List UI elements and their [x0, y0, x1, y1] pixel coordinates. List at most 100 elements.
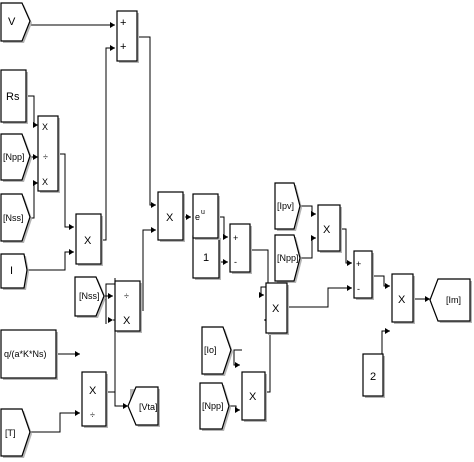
- arrowhead: [110, 45, 115, 51]
- sum-sign: +: [120, 41, 126, 53]
- arrowhead: [223, 234, 228, 240]
- from-block-t[interactable]: [T]: [0, 408, 32, 458]
- arrowhead: [110, 22, 115, 28]
- block-label: 1: [203, 252, 209, 264]
- from-block-i[interactable]: I: [0, 253, 29, 290]
- block-label: [Npp]: [3, 152, 25, 162]
- arrowhead: [108, 293, 113, 299]
- op-sign: X: [272, 303, 280, 315]
- signal-line: [108, 391, 128, 407]
- from-block-io[interactable]: [Io]: [201, 326, 233, 376]
- signal-line: [30, 412, 80, 433]
- op-sign: ÷: [90, 410, 95, 420]
- arrowhead: [33, 122, 38, 128]
- block-label: 2: [370, 371, 376, 383]
- from-block-nss[interactable]: [Nss]: [0, 193, 32, 243]
- signal-line: [287, 287, 352, 308]
- op-sign: ÷: [124, 291, 129, 301]
- arrowhead: [75, 410, 80, 416]
- op-sign: ÷: [43, 152, 48, 162]
- arrowhead: [385, 328, 390, 334]
- arrowhead: [151, 202, 156, 208]
- product-divide-block-nss[interactable]: ÷ X: [114, 280, 142, 333]
- block-label: [Npp]: [202, 401, 224, 411]
- constant-block-1[interactable]: 1: [192, 235, 221, 280]
- arrowhead: [235, 407, 240, 413]
- signal-line: [29, 182, 38, 219]
- block-label: I: [10, 265, 13, 277]
- from-block-npp[interactable]: [Npp]: [0, 133, 32, 182]
- arrowhead: [33, 180, 38, 186]
- op-sign: X: [249, 391, 257, 403]
- arrowhead: [151, 227, 156, 233]
- block-label: [Nss]: [79, 291, 100, 301]
- goto-block-vta[interactable]: [Vta]: [127, 386, 160, 427]
- sum-sign: +: [120, 17, 126, 29]
- arrowhead: [75, 351, 80, 357]
- block-label: [T]: [5, 428, 16, 438]
- block-label: V: [8, 16, 16, 28]
- arrowhead: [347, 260, 352, 266]
- from-block-nss-2[interactable]: [Nss]: [74, 276, 106, 318]
- sum-sign: -: [234, 257, 237, 267]
- arrowhead: [425, 296, 430, 302]
- block-label: [Ipv]: [277, 201, 294, 211]
- block-label: [Npp]: [277, 253, 299, 263]
- arrowhead: [123, 403, 128, 409]
- from-block-v[interactable]: V: [0, 2, 32, 43]
- exp-function-block[interactable]: e u: [192, 193, 220, 240]
- product-divide-block-left[interactable]: X ÷ X: [37, 115, 60, 193]
- goto-block-im[interactable]: [Im]: [429, 278, 472, 323]
- sum-block-right[interactable]: + -: [353, 250, 374, 300]
- sum-block-exp-minus-one[interactable]: + -: [229, 223, 252, 274]
- from-block-npp-3[interactable]: [Npp]: [274, 234, 302, 283]
- block-label: q/(a*K*Ns): [4, 349, 47, 359]
- product-divide-block-vta[interactable]: X ÷: [81, 371, 108, 428]
- block-label: [Io]: [204, 345, 217, 355]
- arrowhead: [347, 285, 352, 291]
- signal-line: [58, 153, 74, 228]
- arrowhead: [235, 362, 240, 368]
- signal-line: [105, 283, 116, 324]
- op-sign: X: [323, 224, 331, 236]
- constant-block-q-coefficient[interactable]: q/(a*K*Ns): [0, 329, 58, 380]
- arrowhead: [223, 259, 228, 265]
- product-block-io[interactable]: X: [265, 282, 289, 335]
- product-block-io-npp[interactable]: X: [241, 371, 267, 422]
- op-sign: X: [42, 177, 48, 187]
- product-block-ipv[interactable]: X: [317, 204, 342, 253]
- constant-block-2[interactable]: 2: [362, 353, 385, 398]
- signal-line: [142, 229, 156, 311]
- block-label: [Im]: [446, 295, 461, 305]
- constant-block-rs[interactable]: Rs: [0, 69, 28, 124]
- op-sign: X: [166, 212, 174, 224]
- function-label: e: [195, 212, 200, 222]
- op-sign: X: [42, 122, 48, 132]
- op-sign: X: [398, 294, 406, 306]
- signal-line: [99, 47, 115, 241]
- arrowheads: [33, 22, 430, 416]
- op-sign: X: [123, 315, 131, 327]
- arrowhead: [33, 154, 38, 160]
- block-label: [Nss]: [3, 213, 24, 223]
- arrowhead: [311, 211, 316, 217]
- product-block-output[interactable]: X: [391, 273, 415, 324]
- product-block-i[interactable]: X: [75, 213, 103, 266]
- from-block-npp-2[interactable]: [Npp]: [199, 382, 231, 431]
- arrowhead: [385, 283, 390, 289]
- arrowhead: [108, 317, 113, 323]
- arrowhead: [311, 235, 316, 241]
- sum-sign: +: [356, 259, 361, 269]
- block-label: [Vta]: [139, 402, 158, 412]
- arrowhead: [186, 214, 191, 220]
- product-block-center[interactable]: X: [157, 191, 185, 242]
- signal-line: [250, 249, 269, 296]
- from-block-ipv[interactable]: [Ipv]: [274, 182, 302, 231]
- function-exponent: u: [201, 209, 205, 216]
- signal-line: [26, 251, 74, 271]
- sum-block-top[interactable]: + +: [116, 10, 139, 63]
- op-sign: X: [89, 385, 97, 397]
- block-label: Rs: [6, 91, 20, 103]
